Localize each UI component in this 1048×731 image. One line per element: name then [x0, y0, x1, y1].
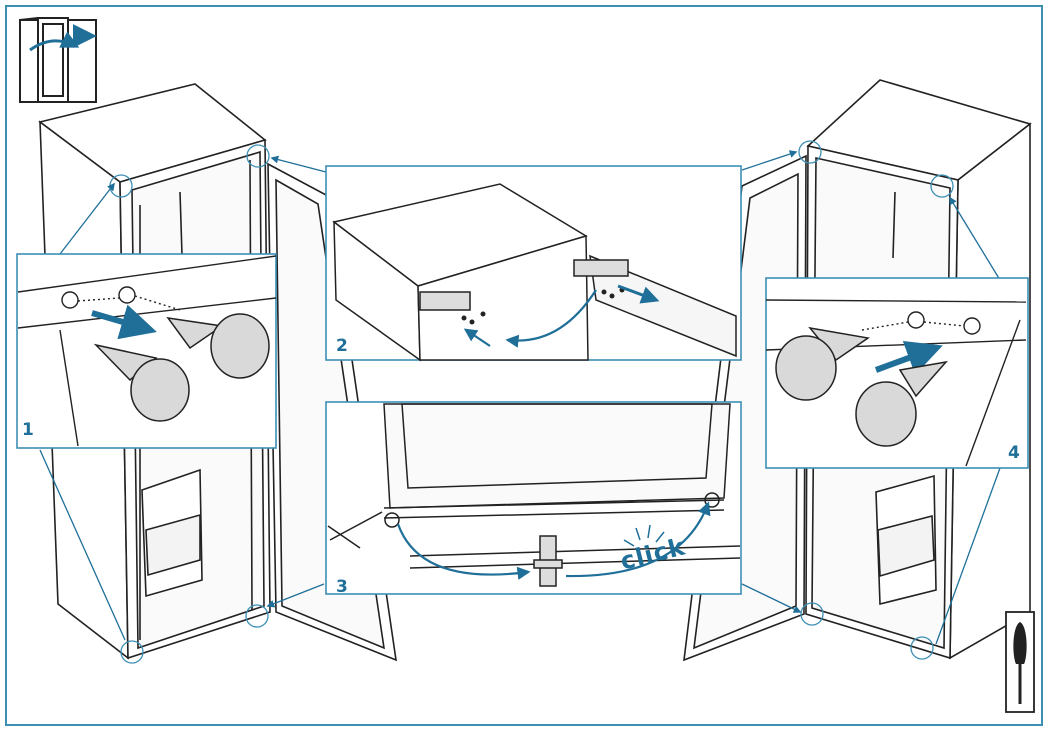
- leader-arrows: [39, 150, 1001, 645]
- right-bottom-hinge-marker: [800, 602, 824, 626]
- step-3-number: 3: [336, 577, 348, 597]
- step-3-panel: [325, 401, 742, 595]
- step-2-number: 2: [336, 336, 348, 356]
- outer-frame: [5, 5, 1043, 726]
- right-right-hinge-marker: [930, 174, 954, 198]
- step-4-number: 4: [1008, 443, 1020, 463]
- left-bottom-hinge-marker: [120, 640, 144, 664]
- step-2-panel: [325, 165, 742, 362]
- step-1-panel: [16, 253, 277, 449]
- step-4-panel: [765, 277, 1029, 469]
- door-reverse-icon: [19, 17, 97, 103]
- left-right-hinge-marker: [246, 144, 270, 168]
- screwdriver-icon: [1005, 611, 1035, 713]
- right-top-hinge-marker: [798, 140, 822, 164]
- left-bottom-right-hinge-marker: [245, 604, 269, 628]
- step-1-number: 1: [22, 420, 34, 440]
- right-bottom-right-hinge-marker: [910, 636, 934, 660]
